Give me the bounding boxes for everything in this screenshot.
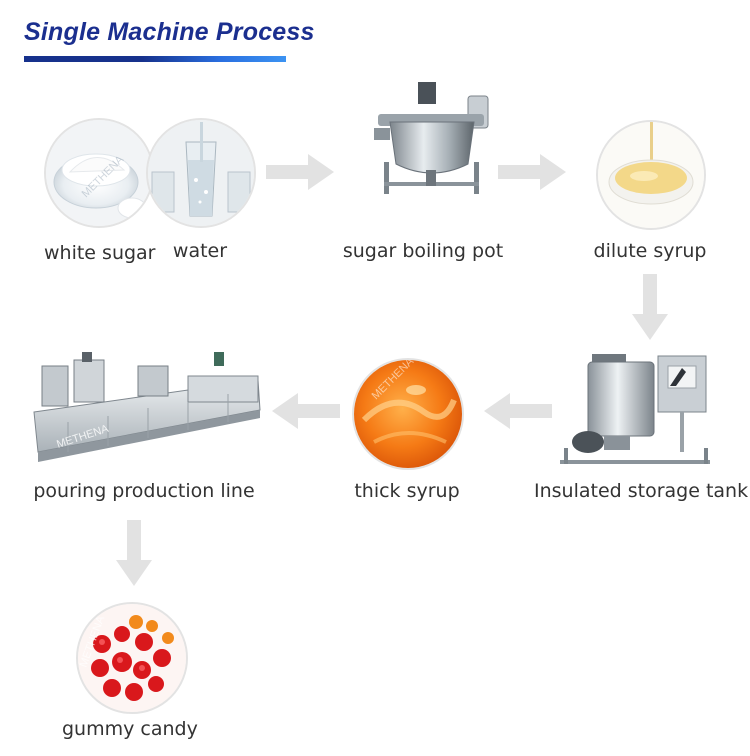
title-underline	[24, 56, 286, 62]
water-image	[146, 118, 256, 228]
gummy-candy-label: gummy candy	[62, 718, 198, 740]
arrow-down-icon	[632, 274, 668, 340]
insulated-storage-tank-label: Insulated storage tank	[534, 480, 749, 502]
dilute-syrup-image	[596, 120, 706, 230]
white-sugar-label: white sugar	[44, 242, 156, 264]
arrow-right-icon	[266, 154, 334, 190]
arrow-down-icon	[116, 520, 152, 586]
dilute-syrup-label: dilute syrup	[593, 240, 707, 262]
pouring-production-line-label: pouring production line	[33, 480, 255, 502]
arrow-right-icon	[498, 154, 566, 190]
page-title: Single Machine Process	[24, 18, 315, 46]
insulated-storage-tank-image	[558, 348, 714, 476]
white-sugar-image: METHENA	[44, 118, 154, 228]
gummy-candy-image: METHENA	[76, 602, 188, 714]
arrow-left-icon	[484, 393, 552, 429]
sugar-boiling-pot-label: sugar boiling pot	[342, 240, 504, 262]
sugar-boiling-pot-image	[370, 78, 495, 198]
water-label: water	[172, 240, 228, 262]
thick-syrup-image: METHENA	[352, 358, 464, 470]
thick-syrup-label: thick syrup	[354, 480, 460, 502]
arrow-left-icon	[272, 393, 340, 429]
pouring-production-line-image: METHENA	[28, 352, 266, 470]
